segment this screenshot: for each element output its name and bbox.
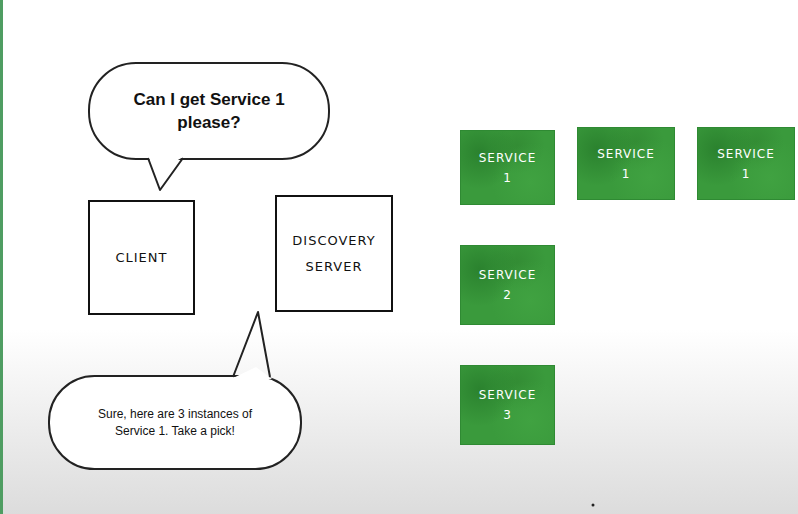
bubble-outline (48, 375, 302, 470)
service-box: SERVICE 2 (460, 245, 555, 325)
service-box: SERVICE 1 (460, 130, 555, 205)
shade-band (0, 330, 798, 514)
node-label: SERVICE 1 (578, 144, 674, 184)
node-label: SERVICE 1 (698, 144, 794, 184)
dot (592, 504, 595, 507)
speech-bubble: Can I get Service 1 please? (88, 62, 330, 160)
node-label: CLIENT (115, 245, 167, 271)
edge-stripe (0, 0, 3, 514)
client-box: CLIENT (88, 200, 195, 315)
node-label: SERVICE 2 (461, 265, 554, 305)
speech-bubble: Sure, here are 3 instances of Service 1.… (48, 375, 302, 470)
node-label: SERVICE 1 (461, 148, 554, 188)
node-label: Can I get Service 1 please? (122, 88, 297, 134)
bubble-tail (233, 312, 270, 377)
node-label: Sure, here are 3 instances of Service 1.… (80, 406, 270, 440)
bubble-outline (88, 62, 330, 160)
bubble-tail (148, 158, 183, 190)
service-box: SERVICE 1 (697, 127, 795, 200)
service-box: SERVICE 3 (460, 365, 555, 445)
service-box: SERVICE 1 (577, 127, 675, 200)
node-label: SERVICE 3 (461, 385, 554, 425)
server-box: DISCOVERY SERVER (275, 195, 393, 312)
bubble-body (89, 63, 329, 159)
bubble-body (49, 376, 301, 469)
node-label: DISCOVERY SERVER (277, 228, 391, 280)
